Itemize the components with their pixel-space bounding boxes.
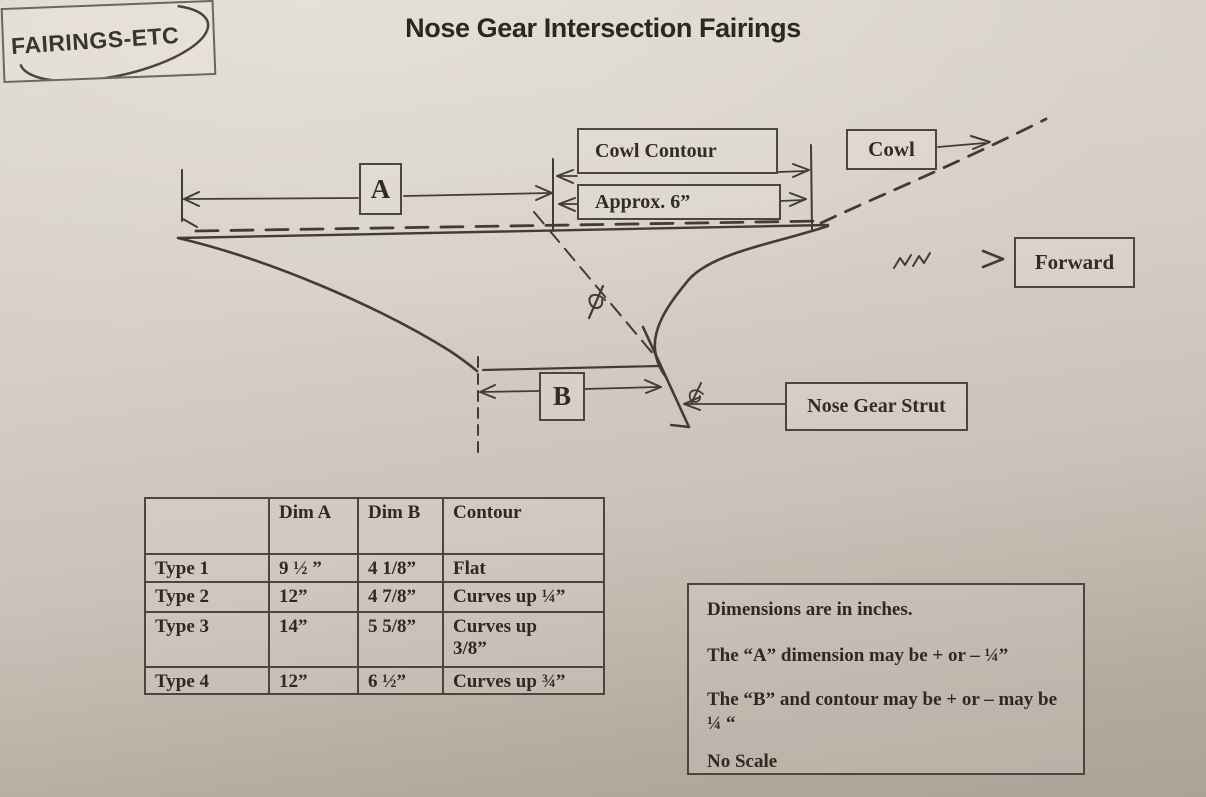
logo-swoosh-icon bbox=[19, 5, 210, 81]
cowl-label: Cowl bbox=[868, 137, 915, 161]
table-cell: Flat bbox=[442, 553, 605, 583]
cowl-label-box: Cowl bbox=[846, 129, 937, 170]
forward-label-box: Forward bbox=[1014, 237, 1135, 288]
nose-gear-strut-line bbox=[533, 211, 691, 429]
nose-gear-strut-label-box: Nose Gear Strut bbox=[785, 382, 968, 431]
table-cell: Curves up ¾” bbox=[442, 666, 605, 695]
table-cell: Curves up ¼” bbox=[442, 581, 605, 613]
note-dimensions-units: Dimensions are in inches. bbox=[707, 599, 913, 620]
cowl-contour-label-box: Cowl Contour bbox=[577, 128, 778, 174]
dimension-arrow-icon bbox=[644, 379, 662, 394]
note-dim-a-tolerance: The “A” dimension may be + or – ¼” bbox=[707, 645, 1009, 666]
table-cell: 4 7/8” bbox=[357, 581, 444, 613]
dim-approx6-lines bbox=[558, 192, 807, 212]
strut-centerline bbox=[533, 211, 660, 362]
approx-6-label-box: Approx. 6” bbox=[577, 184, 781, 220]
dimension-arrow-icon bbox=[792, 163, 810, 178]
table-header-cell: Contour bbox=[442, 497, 605, 555]
dim-a-label-box: A bbox=[359, 163, 402, 215]
forward-label: Forward bbox=[1034, 250, 1115, 274]
notes-box: Dimensions are in inches. The “A” dimens… bbox=[687, 583, 1085, 775]
note-no-scale: No Scale bbox=[707, 751, 778, 772]
table-row: Type 3 14” 5 5/8” Curves up 3/8” bbox=[144, 611, 605, 668]
table-header-row: Dim A Dim B Contour bbox=[144, 497, 605, 555]
centerline-symbol-icon bbox=[587, 284, 704, 405]
table-row: Type 4 12” 6 ½” Curves up ¾” bbox=[144, 666, 605, 695]
table-cell: 12” bbox=[268, 666, 359, 695]
table-cell: Type 4 bbox=[144, 666, 270, 695]
table-header-cell: Dim B bbox=[357, 497, 444, 555]
dimensions-table: Dim A Dim B Contour Type 1 9 ½ ” 4 1/8” … bbox=[144, 497, 605, 695]
strut-leader-line bbox=[683, 396, 786, 411]
cowl-leader-line bbox=[937, 135, 991, 150]
table-row: Type 2 12” 4 7/8” Curves up ¼” bbox=[144, 581, 605, 613]
table-header-cell: Dim A bbox=[268, 497, 359, 555]
dim-b-label: B bbox=[552, 381, 571, 411]
logo-box: FAIRINGS-ETC bbox=[0, 0, 217, 84]
page-title: Nose Gear Intersection Fairings bbox=[405, 13, 801, 43]
table-cell: 6 ½” bbox=[357, 666, 444, 695]
dim-cowl-contour-lines bbox=[556, 144, 813, 232]
table-cell: Type 3 bbox=[144, 611, 270, 668]
table-cell: Type 2 bbox=[144, 581, 270, 613]
table-cell: 14” bbox=[268, 611, 359, 668]
table-cell: 9 ½ ” bbox=[268, 553, 359, 583]
table-cell: Curves up 3/8” bbox=[442, 611, 605, 668]
dimension-arrow-icon bbox=[970, 135, 991, 150]
nose-gear-strut-label: Nose Gear Strut bbox=[807, 395, 946, 417]
dim-b-lines bbox=[477, 356, 662, 453]
table-cell: 12” bbox=[268, 581, 359, 613]
cowl-contour-label: Cowl Contour bbox=[595, 139, 717, 162]
table-cell: Type 1 bbox=[144, 553, 270, 583]
dim-a-lines bbox=[181, 158, 554, 232]
fairing-outline bbox=[176, 219, 830, 379]
dimension-arrow-icon bbox=[683, 396, 701, 411]
break-mark-icon bbox=[893, 252, 931, 269]
note-dim-b-tolerance: The “B” and contour may be + or – may be… bbox=[707, 689, 1058, 734]
table-header-cell bbox=[144, 497, 270, 555]
fuselage-dashed-line bbox=[194, 219, 822, 233]
approx-6-label: Approx. 6” bbox=[595, 190, 691, 213]
table-row: Type 1 9 ½ ” 4 1/8” Flat bbox=[144, 553, 605, 583]
forward-chevron-icon bbox=[981, 249, 1005, 269]
table-cell: 5 5/8” bbox=[357, 611, 444, 668]
dimension-arrow-icon bbox=[789, 192, 807, 207]
dim-a-label: A bbox=[370, 173, 391, 204]
table-cell: 4 1/8” bbox=[357, 553, 444, 583]
dim-b-label-box: B bbox=[539, 372, 585, 421]
